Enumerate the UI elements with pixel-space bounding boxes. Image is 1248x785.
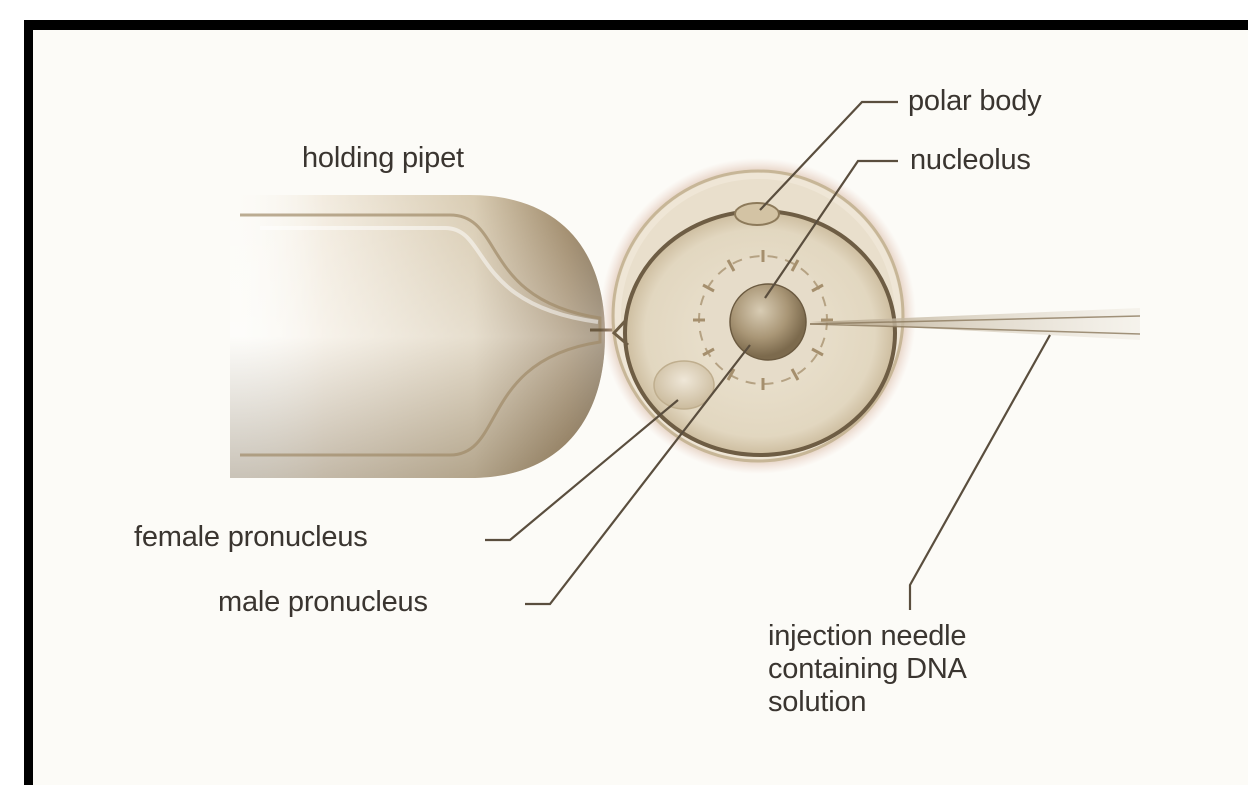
label-polar-body: polar body (908, 86, 1041, 118)
label-nucleolus: nucleolus (910, 145, 1031, 177)
label-male-pronucleus: male pronucleus (218, 587, 428, 619)
label-female-pronucleus: female pronucleus (134, 522, 368, 554)
label-injection-needle-line-3: solution (768, 686, 967, 719)
label-injection-needle-line-1: injection needle (768, 620, 967, 653)
label-injection-needle: injection needle containing DNA solution (768, 620, 967, 719)
label-injection-needle-line-2: containing DNA (768, 653, 967, 686)
holding-pipet-shape (230, 195, 620, 478)
injection-needle-leader (910, 335, 1050, 610)
label-holding-pipet: holding pipet (302, 143, 464, 175)
polar-body-shape (735, 203, 779, 225)
